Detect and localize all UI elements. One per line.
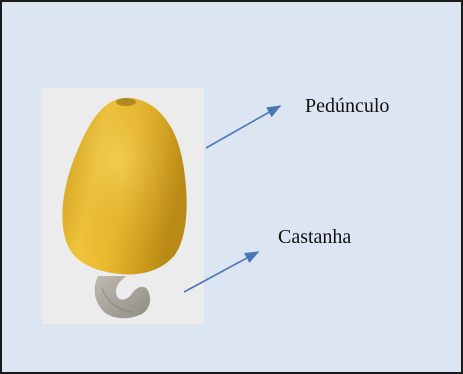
label-peduncle: Pedúnculo	[305, 95, 389, 118]
label-nut: Castanha	[278, 226, 351, 249]
cashew-fruit-photo	[42, 88, 204, 324]
arrow-peduncle	[206, 106, 280, 148]
